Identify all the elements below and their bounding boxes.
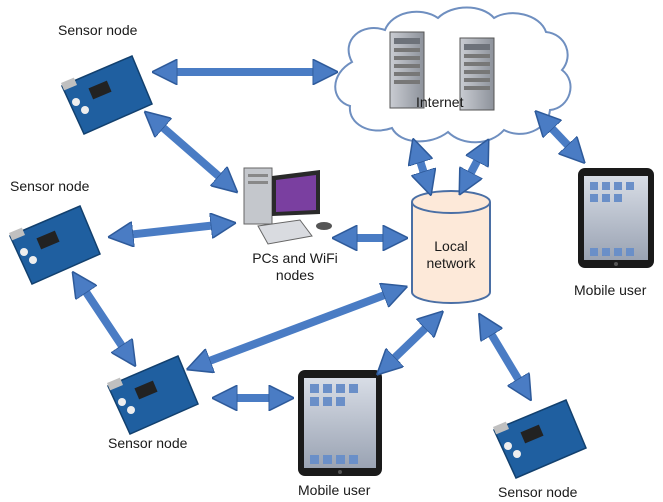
arduino-board-icon xyxy=(492,399,587,479)
arrow-sensor1-pc xyxy=(152,118,230,186)
label-internet: Internet xyxy=(416,94,464,110)
arrow-internet-tablet xyxy=(542,118,578,156)
label-pcs-line2: nodes xyxy=(275,267,315,283)
arrow-tablet-local xyxy=(384,318,436,368)
arrow-sensor2-pc xyxy=(118,224,226,236)
label-pcs-wifi: PCs and WiFi nodes xyxy=(240,250,350,284)
cloud-icon xyxy=(334,6,572,144)
arduino-board-icon xyxy=(60,55,153,135)
label-local-line2: network xyxy=(426,255,476,271)
label-pcs-line1: PCs and WiFi xyxy=(252,250,338,266)
connection-arrows xyxy=(78,72,578,398)
arduino-board-icon xyxy=(8,205,101,285)
label-mobile-user-bottom: Mobile user xyxy=(298,482,371,498)
label-sensor-node-top-left: Sensor node xyxy=(58,22,138,38)
label-sensor-node-bottom-right: Sensor node xyxy=(498,484,578,500)
server-icon xyxy=(389,31,425,109)
arrow-local-sensor4 xyxy=(484,322,526,392)
tablet-icon xyxy=(298,370,382,476)
label-local-network: Local network xyxy=(411,238,491,272)
arrow-local-internet-a xyxy=(416,148,428,186)
arrow-local-internet-b xyxy=(464,148,484,186)
arrow-sensor2-sensor3 xyxy=(78,280,130,358)
label-sensor-node-bottom-left: Sensor node xyxy=(108,435,188,451)
arduino-board-icon xyxy=(106,355,199,435)
arrow-sensor3-local xyxy=(196,290,398,366)
label-sensor-node-mid-left: Sensor node xyxy=(10,178,90,194)
tablet-icon xyxy=(578,168,654,268)
label-local-line1: Local xyxy=(434,238,468,254)
desktop-pc-icon xyxy=(243,167,332,245)
server-icon xyxy=(459,37,495,111)
label-mobile-user-right: Mobile user xyxy=(574,282,647,298)
